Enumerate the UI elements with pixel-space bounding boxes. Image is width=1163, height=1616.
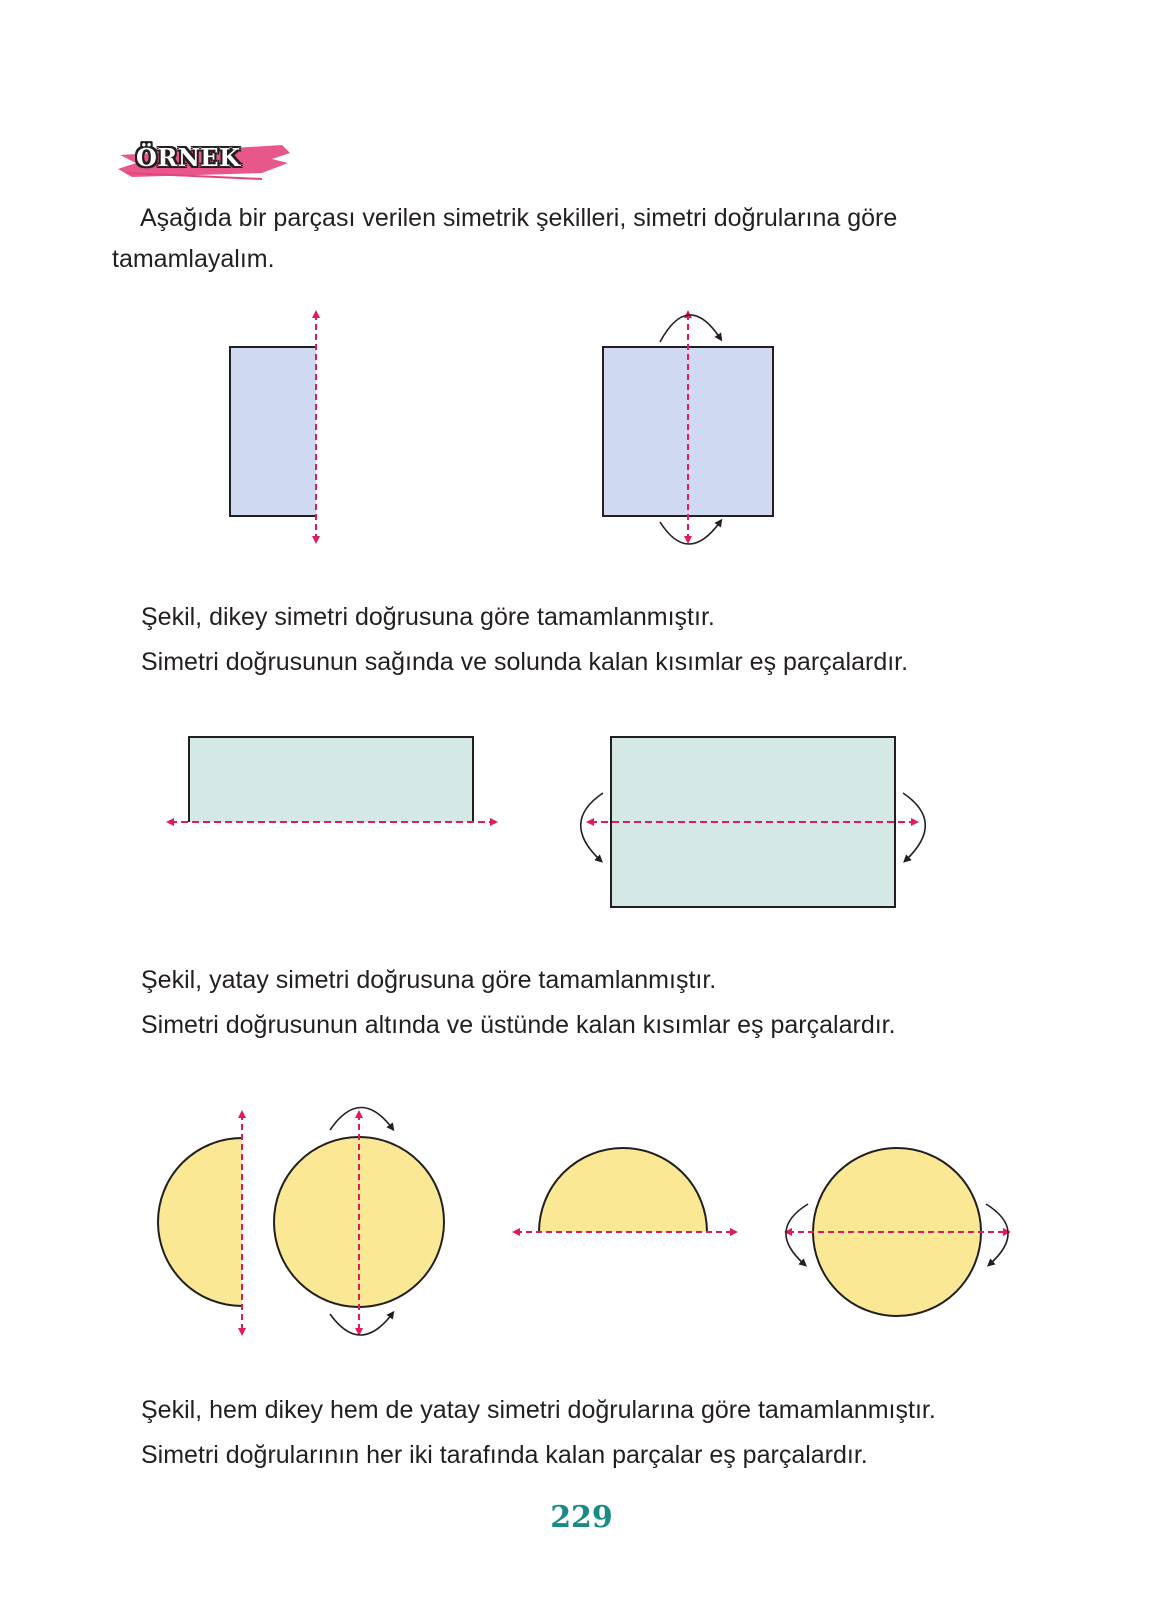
half-circle-top-shape [512,1147,738,1236]
badge-label: ÖRNEK [136,143,241,172]
half-rectangle-shape [229,310,320,544]
full-wide-rectangle-shape [579,736,927,908]
caption-line: Simetri doğrusunun altında ve üstünde ka… [141,1011,896,1039]
half-wide-rectangle-shape [166,736,498,826]
caption-line: Şekil, hem dikey hem de yatay simetri do… [141,1396,936,1424]
circle-symmetry-figures [157,1106,1011,1336]
brush-stroke-icon [118,145,290,180]
full-rectangle-shape [602,310,774,545]
section-2-caption: Şekil, yatay simetri doğrusuna göre tama… [141,958,1041,1048]
caption-line: Simetri doğrusunun sağında ve solunda ka… [141,648,909,676]
flip-arrow-icon [659,518,723,545]
flip-arrow-icon [785,1203,809,1267]
caption-line: Şekil, yatay simetri doğrusuna göre tama… [141,966,717,994]
flip-arrow-icon [579,792,604,863]
horizontal-symmetry-figures [166,736,927,908]
ornek-badge: ÖRNEK [112,133,292,185]
flip-arrow-icon [659,314,723,343]
caption-line: Şekil, dikey simetri doğrusuna göre tama… [141,603,715,631]
page-number: 229 [550,1500,613,1535]
flip-arrow-icon [329,1106,395,1132]
section-1-caption: Şekil, dikey simetri doğrusuna göre tama… [141,595,1041,685]
flip-arrow-icon [329,1310,395,1336]
half-circle-left-shape [157,1110,246,1336]
caption-line: Simetri doğrularının her iki tarafında k… [141,1441,868,1469]
flip-arrow-icon [902,792,927,863]
flip-arrow-icon [985,1203,1009,1267]
full-circle-horizontal-shape [784,1147,1011,1317]
vertical-symmetry-figures [229,310,774,545]
intro-paragraph: Aşağıda bir parçası verilen simetrik şek… [112,204,898,273]
section-3-caption: Şekil, hem dikey hem de yatay simetri do… [141,1388,1041,1478]
full-circle-vertical-shape [273,1106,445,1336]
